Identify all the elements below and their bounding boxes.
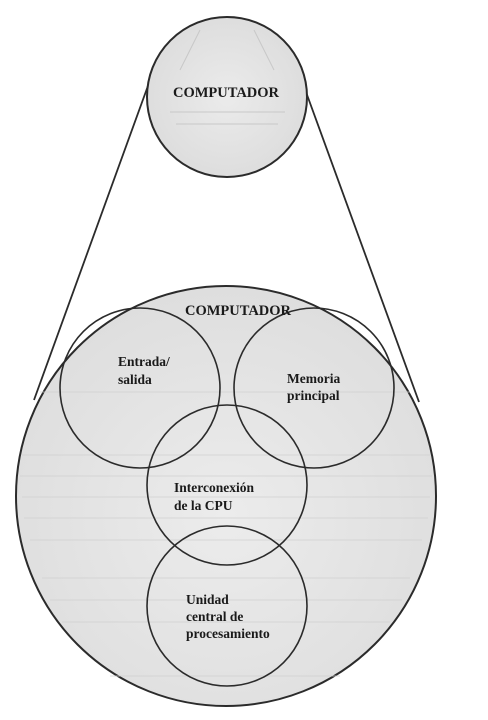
io-circle — [59, 307, 221, 469]
right-connector-line — [305, 91, 420, 403]
memory-label-line-2: principal — [287, 388, 340, 403]
cpu-label: Unidad central de procesamiento — [186, 592, 270, 641]
memory-circle — [233, 307, 395, 469]
large-computer-circle — [15, 285, 437, 707]
small-circle-texture — [170, 29, 285, 125]
interconnect-label: Interconexión de la CPU — [174, 480, 257, 513]
cpu-label-line-2: central de — [186, 609, 243, 624]
cpu-label-line-3: procesamiento — [186, 626, 270, 641]
cpu-label-line-1: Unidad — [186, 592, 229, 607]
memory-label-line-1: Memoria — [287, 371, 340, 386]
cpu-circle — [146, 525, 308, 687]
io-label-line-2: salida — [118, 372, 152, 387]
small-circle-title: COMPUTADOR — [173, 85, 280, 101]
left-connector-line — [33, 82, 150, 401]
large-circle-title: COMPUTADOR — [185, 303, 292, 319]
interconnect-label-line-2: de la CPU — [174, 498, 233, 513]
io-label: Entrada/ salida — [118, 354, 173, 387]
interconnect-circle — [146, 404, 308, 566]
io-label-line-1: Entrada/ — [118, 354, 170, 369]
memory-label: Memoria principal — [287, 371, 344, 403]
background-texture — [20, 391, 432, 677]
interconnect-label-line-1: Interconexión — [174, 480, 254, 495]
